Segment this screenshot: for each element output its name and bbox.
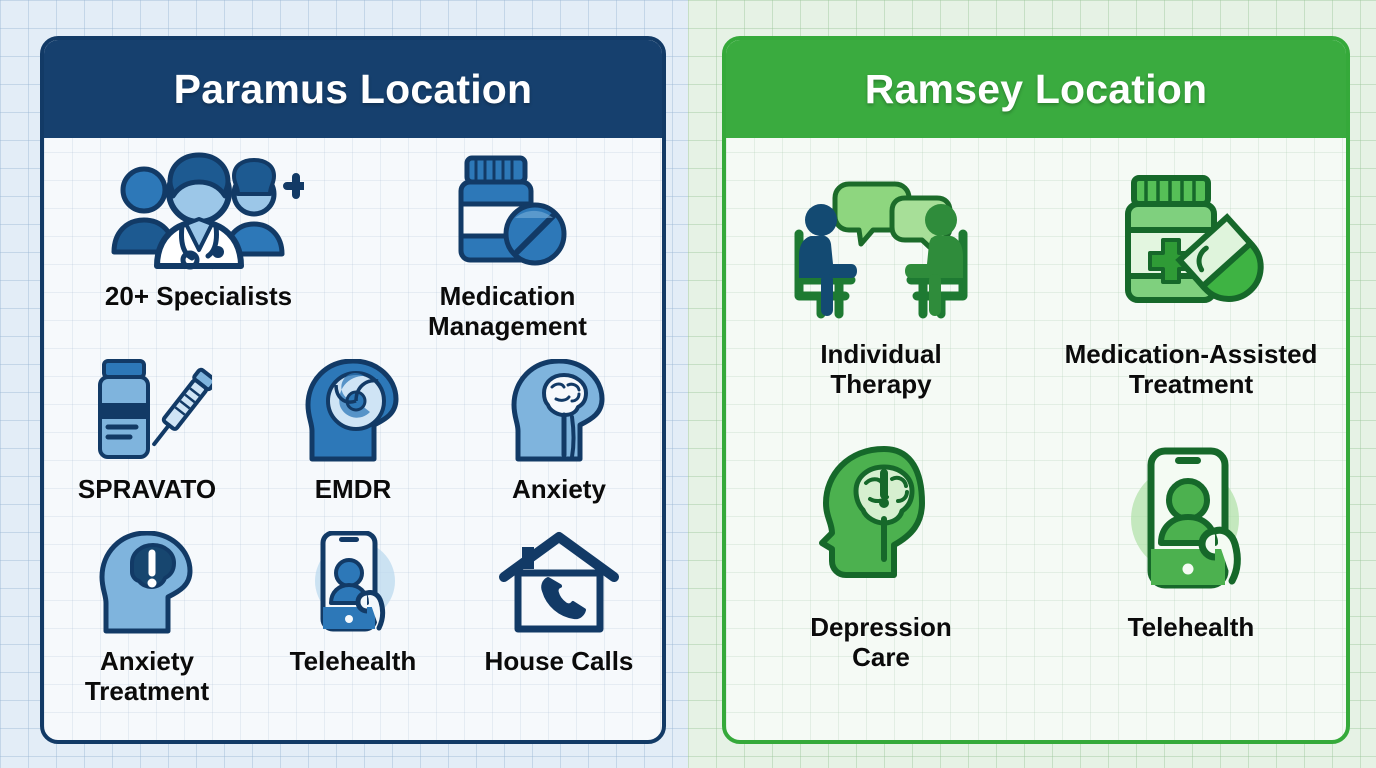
pill-bottle-capsule-icon <box>1106 172 1276 322</box>
specialists-group-icon <box>94 152 304 270</box>
service-item-telehealth[interactable]: Telehealth <box>1036 445 1346 672</box>
service-item-spravato[interactable]: SPRAVATO <box>44 359 250 505</box>
paramus-title: Paramus Location <box>173 65 533 112</box>
phone-hand-person-icon <box>1111 445 1271 595</box>
service-item-specialists[interactable]: 20+ Specialists <box>44 152 353 341</box>
paramus-card-header: Paramus Location <box>44 40 662 138</box>
ramsey-card-header: Ramsey Location <box>726 40 1346 138</box>
service-label: 20+ Specialists <box>104 281 293 311</box>
head-brain-exclamation-icon <box>806 445 956 595</box>
service-label: House Calls <box>484 645 634 676</box>
service-label: Anxiety <box>512 474 606 505</box>
ramsey-title: Ramsey Location <box>864 65 1208 112</box>
paramus-row-1: 20+ Specialists Medication Management <box>44 152 662 341</box>
service-item-telehealth[interactable]: Telehealth <box>250 530 456 706</box>
house-phone-icon <box>496 531 622 635</box>
head-exclamation-icon <box>92 530 202 635</box>
paramus-row-2: SPRAVATO EMDR <box>44 359 662 505</box>
service-label: Telehealth <box>1127 612 1255 643</box>
service-label: Individual Therapy <box>820 339 942 399</box>
service-label: Anxiety Treatment <box>84 645 210 706</box>
ramsey-location-card: Ramsey Location <box>722 36 1350 744</box>
vial-syringe-icon <box>82 359 212 463</box>
service-label: Depression Care <box>810 612 952 672</box>
ramsey-row-1: Individual Therapy <box>726 172 1346 399</box>
paramus-card-body: 20+ Specialists Medication Management <box>44 138 662 740</box>
service-item-individual-therapy[interactable]: Individual Therapy <box>726 172 1036 399</box>
service-item-medication-management[interactable]: Medication Management <box>353 152 662 341</box>
pill-bottle-tablet-icon <box>443 152 573 270</box>
service-label: Medication Management <box>428 281 587 341</box>
therapy-session-icon <box>781 172 981 322</box>
ramsey-row-2: Depression Care Tele <box>726 445 1346 672</box>
service-item-anxiety-treatment[interactable]: Anxiety Treatment <box>44 530 250 706</box>
ramsey-card-body: Individual Therapy <box>726 138 1346 740</box>
service-item-depression-care[interactable]: Depression Care <box>726 445 1036 672</box>
paramus-location-card: Paramus Location <box>40 36 666 744</box>
service-item-anxiety[interactable]: Anxiety <box>456 359 662 505</box>
service-item-medication-assisted-treatment[interactable]: Medication-Assisted Treatment <box>1036 172 1346 399</box>
phone-hand-person-icon <box>293 530 413 635</box>
paramus-row-3: Anxiety Treatment <box>44 530 662 706</box>
head-brain-icon <box>504 359 614 463</box>
service-label: Medication-Assisted Treatment <box>1064 339 1318 399</box>
head-spiral-icon <box>298 359 408 463</box>
service-item-house-calls[interactable]: House Calls <box>456 531 662 706</box>
service-label: SPRAVATO <box>77 474 217 505</box>
service-label: Telehealth <box>289 645 417 676</box>
service-item-emdr[interactable]: EMDR <box>250 359 456 505</box>
service-label: EMDR <box>314 474 392 505</box>
